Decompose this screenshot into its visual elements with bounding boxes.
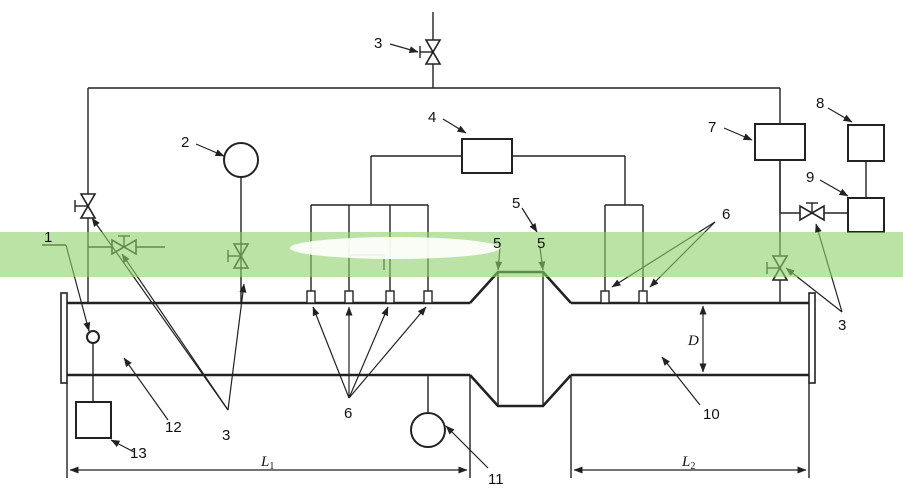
label-13: 13	[130, 445, 147, 462]
instrument-4	[370, 138, 626, 205]
label-3-top: 3	[374, 35, 382, 52]
label-8: 8	[816, 95, 824, 112]
label-5-top: 5	[512, 195, 520, 212]
valve-left-vertical	[74, 193, 97, 219]
length-dimension-l1	[66, 375, 471, 478]
label-2: 2	[181, 134, 189, 151]
label-4: 4	[428, 109, 436, 126]
label-d: D	[687, 333, 699, 349]
label-3-right: 3	[838, 317, 846, 334]
inlet-flange	[60, 292, 68, 384]
instrument-7	[754, 123, 806, 213]
label-5-left: 5	[493, 235, 501, 252]
label-6-bottom: 6	[344, 405, 352, 422]
label-l1: L1	[260, 454, 274, 472]
instrument-8	[847, 124, 885, 198]
label-12: 12	[165, 419, 182, 436]
length-dimension-l2	[570, 375, 810, 478]
valve-right-horizontal	[799, 202, 825, 222]
smudge	[290, 237, 500, 259]
label-6-right: 6	[722, 206, 730, 223]
outlet-flange	[808, 292, 816, 384]
instrument-13	[75, 401, 112, 439]
downstream-duct	[571, 301, 809, 377]
test-specimen	[469, 270, 572, 408]
label-11: 11	[488, 471, 504, 488]
upstream-duct	[67, 301, 470, 377]
label-l2: L2	[681, 454, 695, 472]
label-10: 10	[703, 406, 720, 423]
instrument-9	[847, 197, 885, 233]
label-9: 9	[806, 169, 814, 186]
label-5-right: 5	[537, 235, 545, 252]
label-3-bottom: 3	[222, 427, 230, 444]
pressure-taps	[306, 290, 648, 304]
pressure-gauge-2	[223, 142, 259, 303]
gauge-11	[410, 375, 446, 448]
label-7: 7	[708, 119, 716, 136]
label-1: 1	[44, 229, 52, 246]
sensor-1	[86, 330, 100, 402]
valve-top	[419, 39, 442, 65]
